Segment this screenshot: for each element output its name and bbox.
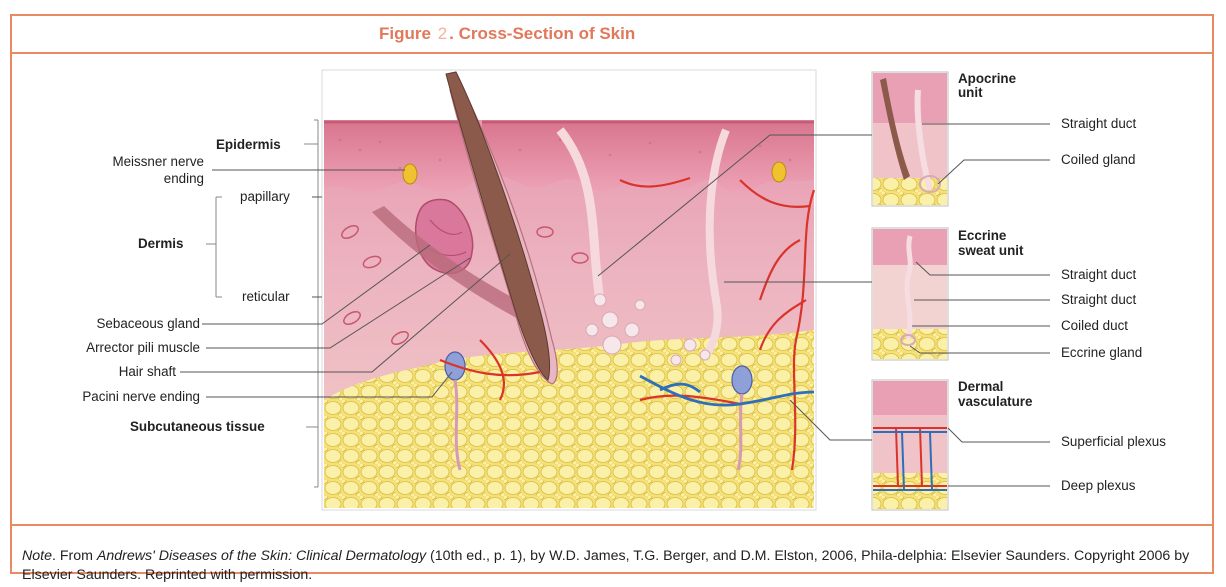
eccrine-label-eccrine-gland: Eccrine gland xyxy=(1061,345,1142,361)
vasculature-title-1: Dermal xyxy=(958,379,1003,395)
label-meissner-1: Meissner nerve xyxy=(86,154,204,170)
eccrine-label-straight-duct-2: Straight duct xyxy=(1061,292,1136,308)
label-hair-shaft: Hair shaft xyxy=(60,364,176,380)
eccrine-title-1: Eccrine xyxy=(958,228,1006,244)
vasculature-label-deep: Deep plexus xyxy=(1061,478,1135,494)
label-papillary: papillary xyxy=(240,189,290,205)
vasculature-label-superficial: Superficial plexus xyxy=(1061,434,1166,450)
meissner-shape xyxy=(403,164,417,184)
label-epidermis: Epidermis xyxy=(216,137,281,153)
vasculature-title-2: vasculature xyxy=(958,394,1032,410)
main-cross-section xyxy=(322,70,816,510)
eccrine-label-coiled-duct: Coiled duct xyxy=(1061,318,1128,334)
label-reticular: reticular xyxy=(242,289,290,305)
label-dermis: Dermis xyxy=(138,236,183,252)
label-meissner-2: ending xyxy=(86,171,204,187)
label-sebaceous-gland: Sebaceous gland xyxy=(40,316,200,332)
eccrine-title-2: sweat unit xyxy=(958,243,1023,259)
label-subcutaneous: Subcutaneous tissue xyxy=(130,419,265,435)
vasculature-inset xyxy=(872,380,948,510)
label-arrector-pili: Arrector pili muscle xyxy=(30,340,200,356)
eccrine-inset xyxy=(872,228,948,360)
eccrine-label-straight-duct-1: Straight duct xyxy=(1061,267,1136,283)
apocrine-inset xyxy=(872,72,948,206)
label-pacini: Pacini nerve ending xyxy=(30,389,200,405)
apocrine-label-coiled-gland: Coiled gland xyxy=(1061,152,1135,168)
apocrine-label-straight-duct: Straight duct xyxy=(1061,116,1136,132)
apocrine-title-2: unit xyxy=(958,85,983,101)
